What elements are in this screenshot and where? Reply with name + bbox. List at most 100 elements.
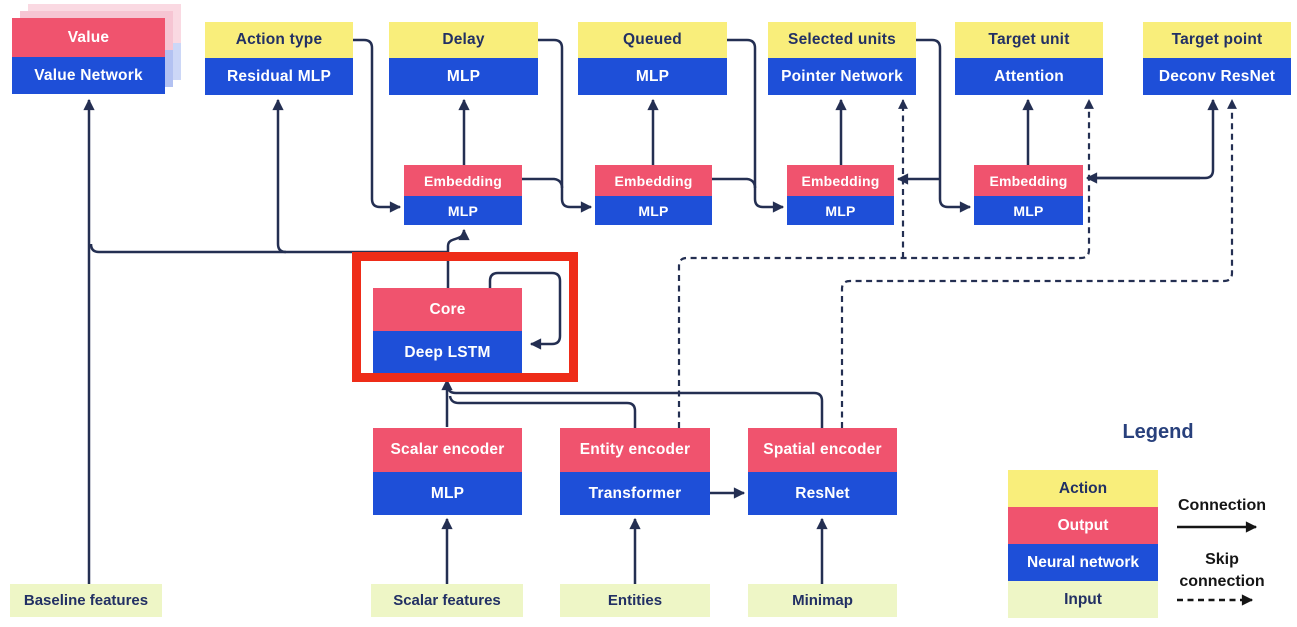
input-label: Entities bbox=[607, 592, 663, 609]
conn-emb1-join bbox=[522, 177, 564, 189]
head-network-band: MLP bbox=[389, 58, 538, 95]
embedding-network-band: MLP bbox=[974, 196, 1083, 225]
input-scalar-features: Scalar features bbox=[371, 584, 523, 617]
encoder-network-label: ResNet bbox=[795, 484, 850, 502]
encoder-output-band: Entity encoder bbox=[560, 428, 710, 472]
head-network-band: Pointer Network bbox=[768, 58, 916, 95]
value-output-band: Value bbox=[12, 18, 165, 57]
encoder-label: Scalar encoder bbox=[390, 441, 505, 458]
core-network-label: Deep LSTM bbox=[404, 344, 491, 361]
head-network-band: MLP bbox=[578, 58, 727, 95]
legend-title: Legend bbox=[1122, 421, 1194, 443]
head-network-band: Residual MLP bbox=[205, 58, 353, 95]
head-action-label: Target unit bbox=[988, 31, 1070, 48]
encoder-network-band: ResNet bbox=[748, 472, 897, 515]
core-output-band: Core bbox=[373, 288, 522, 331]
head-action-band: Selected units bbox=[768, 22, 916, 58]
encoder-label: Spatial encoder bbox=[763, 441, 882, 458]
conn-core-bus-to-value bbox=[89, 243, 448, 254]
legend-row-action: Action bbox=[1008, 470, 1158, 507]
legend-row-label: Action bbox=[1058, 479, 1108, 497]
encoder-network-label: MLP bbox=[430, 484, 465, 502]
embedding-network-band: MLP bbox=[404, 196, 522, 225]
legend-row-label: Input bbox=[1064, 590, 1102, 608]
embedding-4: Embedding MLP bbox=[974, 165, 1083, 225]
embedding-label: Embedding bbox=[423, 172, 503, 189]
embedding-label: Embedding bbox=[801, 172, 880, 189]
head-action-label: Selected units bbox=[788, 31, 896, 48]
embedding-network-label: MLP bbox=[638, 202, 669, 219]
legend-row-label: Neural network bbox=[1027, 553, 1139, 571]
encoder-label: Entity encoder bbox=[579, 441, 691, 458]
legend-row-neural-network: Neural network bbox=[1008, 544, 1158, 581]
conn-queued-to-emb3 bbox=[727, 38, 785, 213]
core-network-band: Deep LSTM bbox=[373, 331, 522, 375]
head-action-label: Delay bbox=[442, 31, 485, 48]
embedding-output-band: Embedding bbox=[404, 165, 522, 196]
skip-entity-to-attention bbox=[677, 99, 1094, 428]
input-entities: Entities bbox=[560, 584, 710, 617]
head-action-band: Action type bbox=[205, 22, 353, 58]
embedding-network-band: MLP bbox=[595, 196, 712, 225]
legend-row-input: Input bbox=[1008, 581, 1158, 618]
conn-core-to-emb1 bbox=[446, 228, 470, 288]
embedding-output-band: Embedding bbox=[787, 165, 894, 196]
skip-connections bbox=[677, 99, 1237, 428]
head-action-band: Target point bbox=[1143, 22, 1291, 58]
embedding-3: Embedding MLP bbox=[787, 165, 894, 225]
head-action-label: Target point bbox=[1171, 31, 1263, 48]
conn-entity-to-core bbox=[448, 395, 637, 428]
head-delay: Delay MLP bbox=[389, 22, 538, 95]
value-output-label: Value bbox=[67, 28, 110, 46]
embedding-output-band: Embedding bbox=[974, 165, 1083, 196]
value-network-label: Value Network bbox=[34, 66, 143, 84]
head-network-label: MLP bbox=[446, 67, 481, 85]
conn-spatial-to-core bbox=[446, 385, 824, 428]
conn-core-bus-to-actiontype bbox=[272, 98, 287, 254]
input-label: Minimap bbox=[792, 592, 853, 609]
head-network-label: Pointer Network bbox=[781, 67, 903, 85]
head-network-band: Attention bbox=[955, 58, 1103, 95]
head-action-band: Target unit bbox=[955, 22, 1103, 58]
input-label: Baseline features bbox=[23, 592, 149, 609]
embedding-label: Embedding bbox=[614, 172, 693, 189]
conn-core-self-loop bbox=[488, 271, 562, 350]
encoder-network-band: MLP bbox=[373, 472, 522, 515]
encoder-entity: Entity encoder Transformer bbox=[560, 428, 710, 515]
embedding-2: Embedding MLP bbox=[595, 165, 712, 225]
head-network-label: MLP bbox=[635, 67, 670, 85]
encoder-network-band: Transformer bbox=[560, 472, 710, 515]
conn-emb4-to-deconv bbox=[1096, 98, 1219, 180]
embedding-network-label: MLP bbox=[1013, 202, 1044, 219]
embedding-network-band: MLP bbox=[787, 196, 894, 225]
encoder-scalar: Scalar encoder MLP bbox=[373, 428, 522, 515]
input-baseline-features: Baseline features bbox=[10, 584, 162, 617]
head-selected-units: Selected units Pointer Network bbox=[768, 22, 916, 95]
legend-skip-connection-label: Skip connection bbox=[1179, 551, 1265, 590]
core-highlight-annotation bbox=[352, 252, 578, 382]
head-target-point: Target point Deconv ResNet bbox=[1143, 22, 1291, 95]
head-action-label: Queued bbox=[623, 31, 682, 48]
conn-selected-to-emb4 bbox=[916, 38, 972, 213]
legend-row-label: Output bbox=[1057, 516, 1109, 534]
core-label: Core bbox=[429, 300, 466, 318]
embedding-output-band: Embedding bbox=[595, 165, 712, 196]
legend-arrows bbox=[1177, 521, 1258, 606]
head-action-type: Action type Residual MLP bbox=[205, 22, 353, 95]
value-block: Value Value Network bbox=[12, 18, 165, 94]
encoder-network-label: Transformer bbox=[588, 484, 682, 502]
input-label: Scalar features bbox=[393, 592, 501, 609]
head-action-label: Action type bbox=[235, 31, 323, 48]
conn-emb2-join bbox=[712, 177, 757, 189]
legend-row-output: Output bbox=[1008, 507, 1158, 544]
head-target-unit: Target unit Attention bbox=[955, 22, 1103, 95]
head-network-band: Deconv ResNet bbox=[1143, 58, 1291, 95]
value-network-band: Value Network bbox=[12, 57, 165, 94]
head-action-band: Queued bbox=[578, 22, 727, 58]
skip-spatial-to-deconv bbox=[840, 99, 1237, 428]
input-minimap: Minimap bbox=[748, 584, 897, 617]
embedding-network-label: MLP bbox=[447, 202, 479, 219]
head-queued: Queued MLP bbox=[578, 22, 727, 95]
embedding-network-label: MLP bbox=[825, 202, 856, 219]
